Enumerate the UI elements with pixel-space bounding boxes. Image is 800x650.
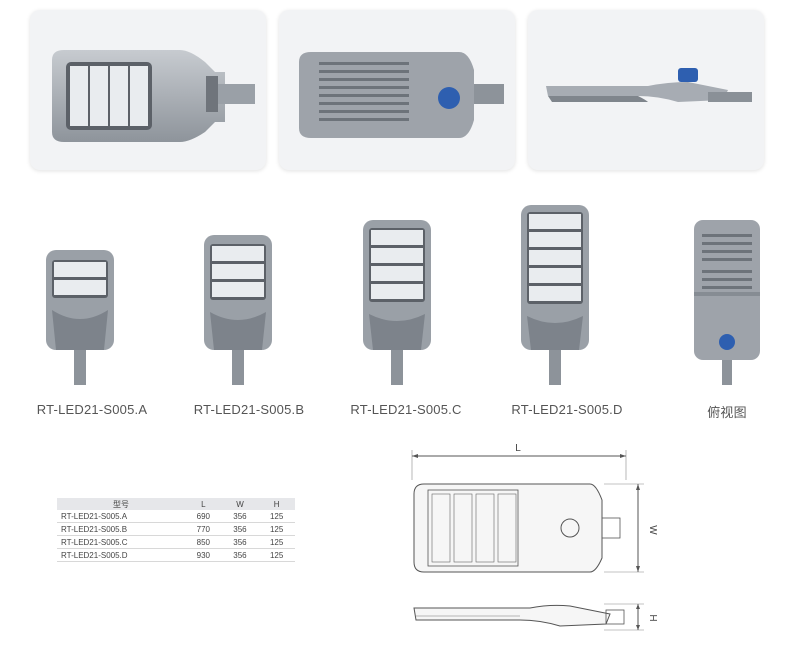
cell-l: 850 [184, 535, 222, 549]
top-view-label: 俯视图 [707, 405, 747, 420]
lamp-variant-c [357, 200, 437, 390]
cell-h: 125 [258, 510, 295, 523]
cell-h: 125 [258, 535, 295, 549]
cell-w: 356 [221, 510, 259, 523]
cell-w: 356 [221, 522, 259, 536]
header-h: H [258, 498, 295, 510]
lamp-top-view [690, 200, 765, 390]
cell-h: 125 [258, 548, 295, 562]
cell-h: 125 [258, 522, 295, 536]
cell-model: RT-LED21-S005.A [57, 510, 185, 523]
lamp-c-image [363, 220, 431, 385]
lamp-variant-b [198, 200, 278, 390]
cell-l: 690 [184, 510, 222, 523]
cell-model: RT-LED21-S005.D [57, 548, 185, 562]
lamp-variant-b-label: RT-LED21-S005.B [193, 402, 305, 417]
spec-table: 型号 L W H RT-LED21-S005.A 690 356 125 RT-… [57, 498, 295, 562]
height-label: H [647, 614, 658, 621]
lamp-a-image [46, 250, 114, 385]
lamp-variant-a [40, 200, 120, 390]
photo-card-back [279, 10, 515, 170]
header-w: W [221, 498, 259, 510]
lamp-variant-d [515, 200, 595, 390]
table-row: RT-LED21-S005.C 850 356 125 [57, 535, 295, 549]
dimension-drawing: L W H [411, 443, 658, 631]
cell-l: 770 [184, 522, 222, 536]
length-label: L [515, 443, 521, 454]
table-row: RT-LED21-S005.D 930 356 125 [57, 548, 295, 562]
header-model: 型号 [57, 498, 185, 510]
photo-card-front [30, 10, 266, 170]
width-label: W [647, 525, 658, 535]
lamp-front-image [52, 50, 255, 142]
lamp-back-image [299, 52, 504, 138]
cell-model: RT-LED21-S005.B [57, 522, 185, 536]
lamp-d-image [521, 205, 589, 385]
photo-card-side [528, 10, 764, 170]
lamp-b-image [204, 235, 272, 385]
table-row: RT-LED21-S005.B 770 356 125 [57, 522, 295, 536]
lamp-variant-c-label: RT-LED21-S005.C [350, 402, 462, 417]
spec-table-header: 型号 L W H [57, 498, 295, 510]
cell-model: RT-LED21-S005.C [57, 535, 185, 549]
cell-w: 356 [221, 535, 259, 549]
lamp-side-image [546, 68, 752, 102]
table-row: RT-LED21-S005.A 690 356 125 [57, 510, 295, 523]
lamp-top-view-image [694, 220, 760, 385]
cell-l: 930 [184, 548, 222, 562]
lamp-variant-d-label: RT-LED21-S005.D [511, 402, 623, 417]
lamp-variant-a-label: RT-LED21-S005.A [36, 402, 148, 417]
cell-w: 356 [221, 548, 259, 562]
header-l: L [184, 498, 222, 510]
